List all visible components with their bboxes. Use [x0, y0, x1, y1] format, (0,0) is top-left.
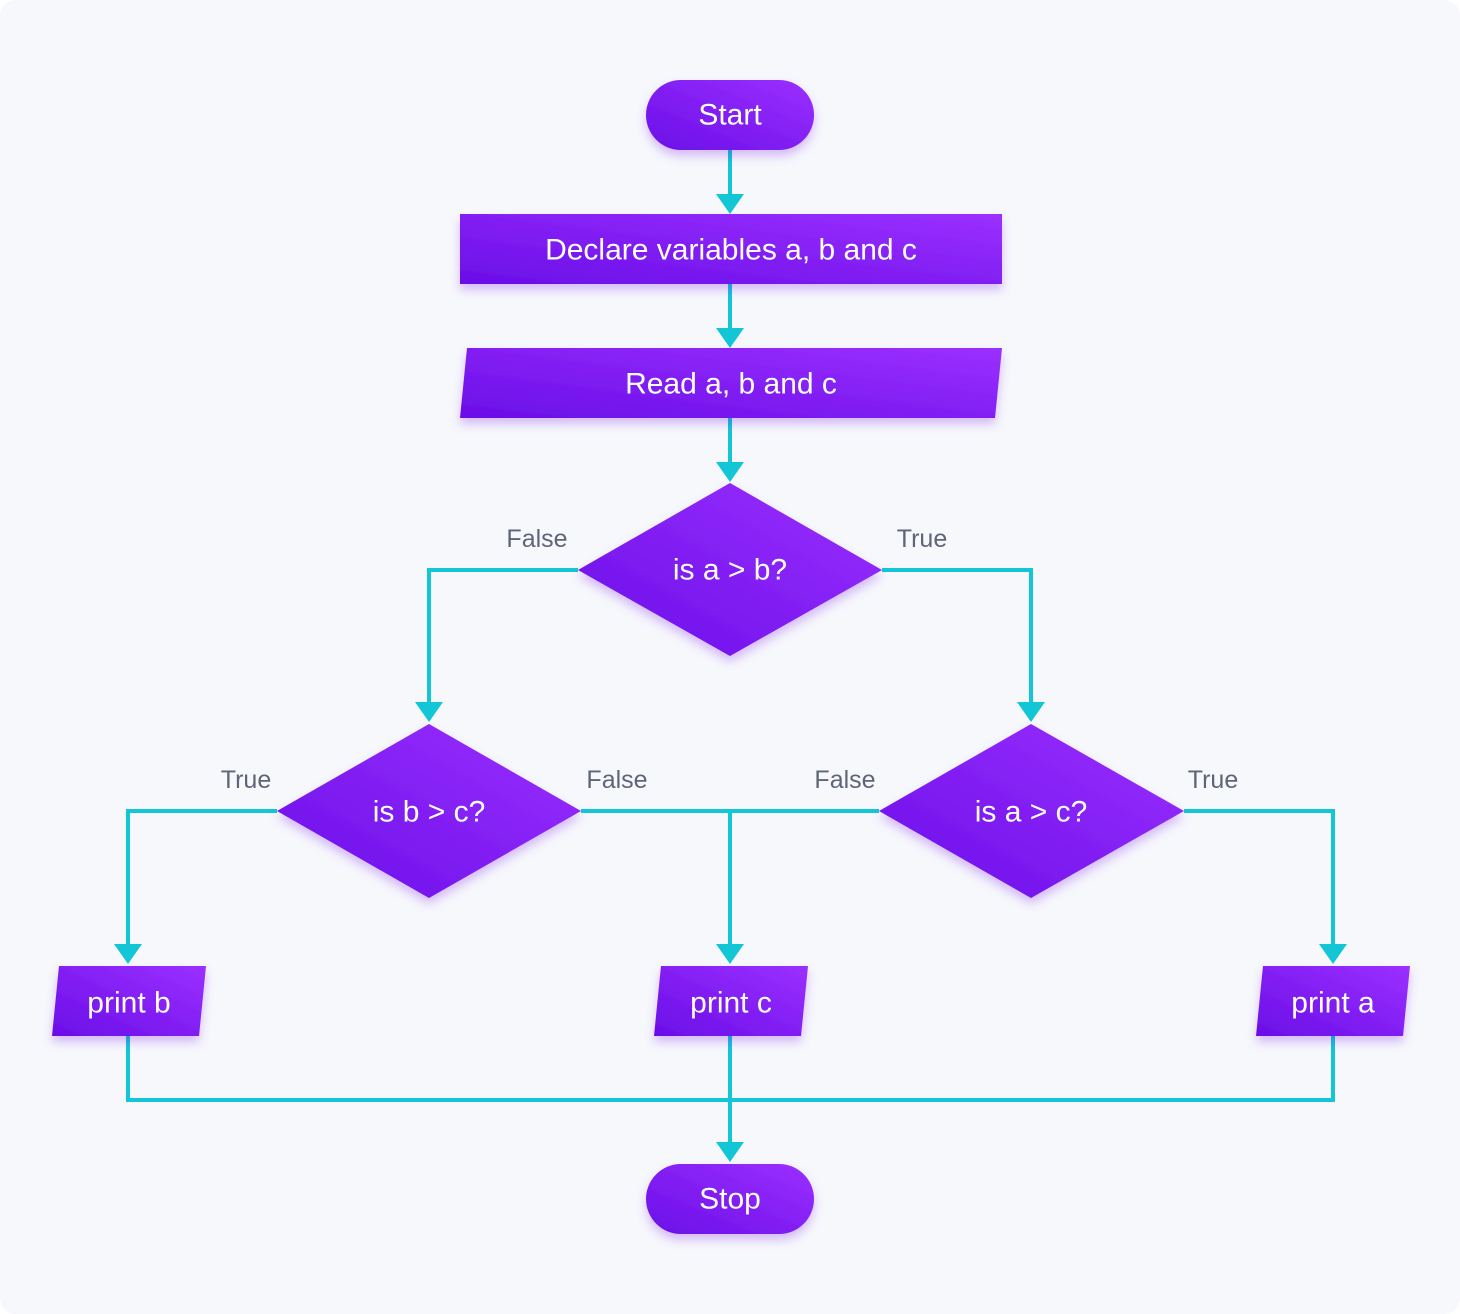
edge-labels: False True True False False True: [221, 525, 1238, 794]
label-ab-true: True: [897, 525, 947, 553]
start-label: Start: [698, 99, 762, 132]
arrowhead-read: [716, 328, 744, 348]
arrowhead-print-a: [1319, 944, 1347, 964]
read-input-node: Read a, b and c: [460, 348, 1002, 418]
print-a-label: print a: [1291, 987, 1375, 1020]
arrowhead-decision-bc: [415, 702, 443, 722]
print-b-label: print b: [87, 987, 170, 1020]
label-ac-true: True: [1188, 766, 1238, 794]
arrowhead-print-c: [716, 944, 744, 964]
arrowhead-print-b: [114, 944, 142, 964]
decision-b-gt-c-label: is b > c?: [373, 796, 486, 829]
decision-a-gt-b-label: is a > b?: [673, 554, 787, 587]
arrowhead-stop: [716, 1142, 744, 1162]
label-ac-false: False: [814, 766, 875, 794]
read-input-label: Read a, b and c: [625, 368, 837, 401]
arrowhead-declare: [716, 194, 744, 214]
declare-label: Declare variables a, b and c: [545, 234, 917, 267]
stop-node: Stop: [646, 1164, 814, 1234]
decision-a-gt-b: is a > b?: [578, 483, 882, 656]
print-a-node: print a: [1256, 966, 1410, 1036]
decision-b-gt-c: is b > c?: [277, 724, 581, 898]
arrowhead-decision-ac: [1017, 702, 1045, 722]
print-c-node: print c: [654, 966, 808, 1036]
arrowhead-decision-ab: [716, 462, 744, 482]
decision-a-gt-c: is a > c?: [879, 724, 1184, 898]
label-bc-false: False: [586, 766, 647, 794]
connector-ac-true: [1184, 809, 1335, 947]
connector-ab-false: [427, 568, 578, 705]
connector-ab-true: [882, 568, 1033, 705]
declare-node: Declare variables a, b and c: [460, 214, 1002, 284]
connector-bc-true: [126, 809, 277, 947]
decision-a-gt-c-label: is a > c?: [975, 796, 1088, 829]
stop-label: Stop: [699, 1183, 761, 1216]
print-c-label: print c: [690, 987, 772, 1020]
connectors: [114, 150, 1347, 1162]
print-b-node: print b: [52, 966, 206, 1036]
label-ab-false: False: [506, 525, 567, 553]
start-node: Start: [646, 80, 814, 150]
label-bc-true: True: [221, 766, 271, 794]
